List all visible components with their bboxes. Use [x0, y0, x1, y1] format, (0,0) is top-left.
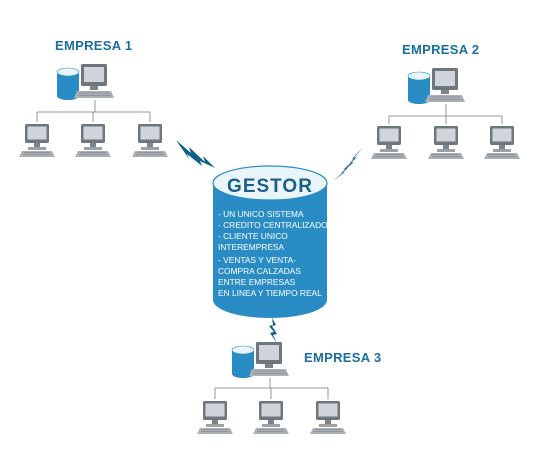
lightning-bolt-right-icon: [333, 147, 363, 181]
empresa-1-network-lines: [36, 100, 151, 122]
empresa-3-workstation-3-icon: [309, 400, 347, 435]
gestor-feature-4: INTEREMPRESA: [218, 242, 284, 252]
empresa-3-label: EMPRESA 3: [304, 350, 381, 365]
empresa-2-label: EMPRESA 2: [402, 42, 479, 57]
empresa-3-workstation-2-icon: [252, 400, 290, 435]
empresa-3-server-icon: [231, 341, 290, 379]
empresa-1-group: EMPRESA 1: [18, 38, 169, 158]
gestor-feature-1: - UN UNICO SISTEMA: [218, 209, 304, 219]
empresa-3-group: EMPRESA 3: [196, 341, 381, 435]
empresa-1-workstation-1-icon: [18, 123, 56, 158]
gestor-feature-list: - UN UNICO SISTEMA - CREDITO CENTRALIZAD…: [218, 209, 328, 298]
empresa-3-network-lines: [214, 378, 329, 399]
empresa-1-workstation-3-icon: [131, 123, 169, 158]
empresa-1-workstation-2-icon: [74, 123, 112, 158]
empresa-2-workstation-2-icon: [427, 125, 465, 160]
lightning-bolt-left-icon: [176, 140, 215, 168]
empresa-1-label: EMPRESA 1: [55, 38, 132, 53]
lightning-bolt-bottom-icon: [269, 318, 277, 343]
empresa-2-workstation-3-icon: [483, 125, 521, 160]
empresa-2-network-lines: [388, 104, 503, 124]
empresa-2-server-icon: [407, 67, 466, 105]
empresa-2-workstation-1-icon: [370, 125, 408, 160]
gestor-feature-6: COMPRA CALZADAS: [218, 266, 301, 276]
gestor-feature-8: EN LINEA Y TIEMPO REAL: [218, 288, 322, 298]
gestor-feature-5: - VENTAS Y VENTA-: [218, 255, 296, 265]
empresa-3-workstation-1-icon: [196, 400, 234, 435]
gestor-feature-7: ENTRE EMPRESAS: [218, 277, 296, 287]
gestor-title: GESTOR: [227, 176, 313, 197]
empresa-2-group: EMPRESA 2: [370, 42, 521, 160]
gestor-feature-3: - CLIENTE UNICO: [218, 231, 288, 241]
empresa-1-server-icon: [56, 63, 115, 101]
gestor-database: GESTOR - UN UNICO SISTEMA - CREDITO CENT…: [212, 165, 328, 318]
gestor-feature-2: - CREDITO CENTRALIZADO: [218, 220, 328, 230]
